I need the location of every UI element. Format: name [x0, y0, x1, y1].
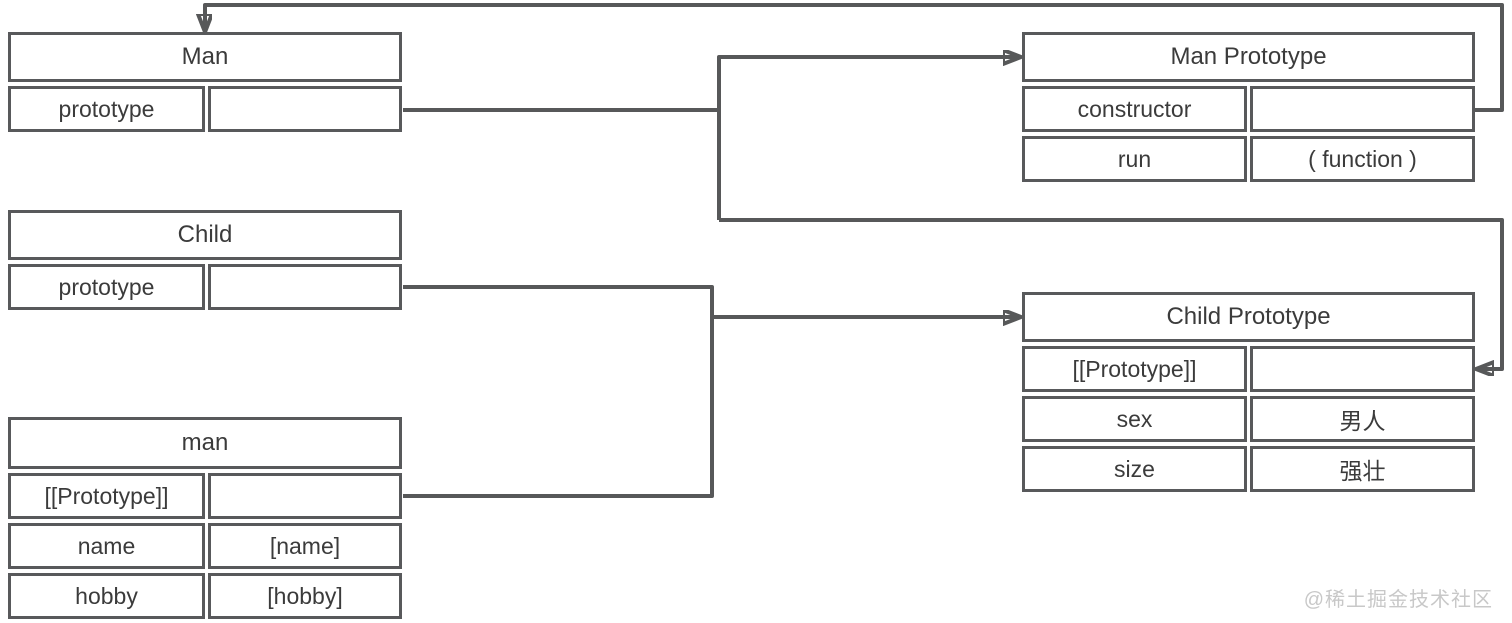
property-value-cell: [hobby]: [208, 573, 402, 619]
wire-to-child-prototype-slot-arrow: [719, 218, 1504, 369]
table-row: constructor: [1022, 86, 1475, 132]
node-title: man: [8, 417, 402, 469]
property-value-cell: [208, 264, 402, 310]
property-value-cell: 强壮: [1250, 446, 1475, 492]
table-row: size 强壮: [1022, 446, 1475, 492]
table-row: run ( function ): [1022, 136, 1475, 182]
property-label-cell: prototype: [8, 86, 205, 132]
table-row: hobby [hobby]: [8, 573, 402, 619]
property-label-cell: constructor: [1022, 86, 1247, 132]
table-row: name [name]: [8, 523, 402, 569]
node-title: Man Prototype: [1022, 32, 1475, 82]
table-row: sex 男人: [1022, 396, 1475, 442]
property-label-cell: prototype: [8, 264, 205, 310]
node-title: Man: [8, 32, 402, 82]
table-row: prototype: [8, 264, 402, 310]
property-value-cell: [name]: [208, 523, 402, 569]
node-child-prototype: Child Prototype [[Prototype]] sex 男人 siz…: [1022, 292, 1475, 492]
property-value-cell: [208, 473, 402, 519]
node-child-constructor: Child prototype: [8, 210, 402, 310]
wire-constructor-to-man-arrow: [205, 3, 1504, 112]
table-row: prototype: [8, 86, 402, 132]
property-label-cell: [[Prototype]]: [1022, 346, 1247, 392]
property-value-cell: 男人: [1250, 396, 1475, 442]
property-value-cell: ( function ): [1250, 136, 1475, 182]
property-label-cell: name: [8, 523, 205, 569]
node-title: Child Prototype: [1022, 292, 1475, 342]
property-label-cell: sex: [1022, 396, 1247, 442]
node-man-constructor: Man prototype: [8, 32, 402, 132]
property-value-cell: [208, 86, 402, 132]
node-man-prototype: Man Prototype constructor run ( function…: [1022, 32, 1475, 182]
table-row: [[Prototype]]: [8, 473, 402, 519]
watermark: @稀土掘金技术社区: [1303, 589, 1493, 611]
wire-child-and-man-instance-trunk: [403, 285, 714, 498]
table-row: [[Prototype]]: [1022, 346, 1475, 392]
property-value-cell: [1250, 86, 1475, 132]
property-label-cell: [[Prototype]]: [8, 473, 205, 519]
node-man-instance: man [[Prototype]] name [name] hobby [hob…: [8, 417, 402, 619]
property-label-cell: size: [1022, 446, 1247, 492]
node-title: Child: [8, 210, 402, 260]
property-label-cell: run: [1022, 136, 1247, 182]
property-value-cell: [1250, 346, 1475, 392]
wire-to-man-prototype-arrow: [717, 57, 1016, 220]
property-label-cell: hobby: [8, 573, 205, 619]
